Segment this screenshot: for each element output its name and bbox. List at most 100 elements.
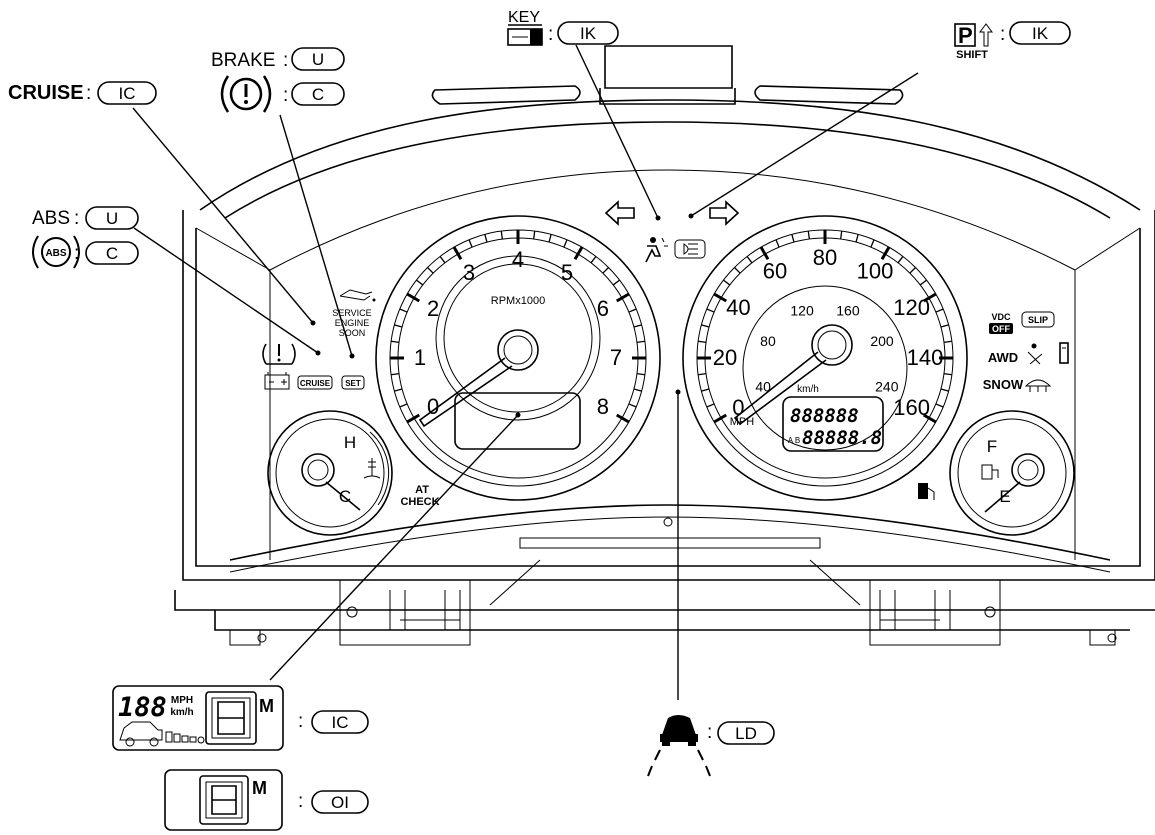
tach-tick-marks bbox=[390, 230, 646, 424]
brake-callout: BRAKE : U : C bbox=[211, 47, 345, 113]
tach-tick bbox=[533, 231, 536, 240]
tach-tick bbox=[636, 340, 645, 343]
speed-tick bbox=[922, 413, 937, 424]
temp-hot-label: H bbox=[344, 433, 356, 452]
speed-outer-label: 160 bbox=[893, 395, 930, 420]
speed-tick bbox=[713, 292, 728, 303]
display2-callout-sep: : bbox=[298, 791, 303, 812]
speed-tick bbox=[775, 239, 780, 248]
display-callout: 188 MPH km/h M : IC bbox=[112, 685, 369, 751]
speed-tick bbox=[919, 279, 927, 286]
tach-label: 6 bbox=[597, 296, 609, 321]
speed-outer-label: 100 bbox=[857, 258, 894, 283]
display-callout-sep: : bbox=[298, 711, 303, 732]
tach-tick bbox=[573, 246, 584, 261]
car-shift-icon bbox=[119, 721, 205, 747]
cluster-housing bbox=[174, 45, 1155, 646]
tach-label: 2 bbox=[427, 296, 439, 321]
shift-callout-sep: : bbox=[1000, 24, 1005, 45]
speed-outer-label: 40 bbox=[726, 295, 750, 320]
fuel-gauge: F E bbox=[918, 410, 1075, 536]
shift-callout-code: IK bbox=[1032, 24, 1049, 43]
tach-tick bbox=[406, 292, 421, 303]
speed-tick bbox=[840, 231, 843, 240]
speed-tick bbox=[701, 388, 710, 392]
display2-callout: M : OI bbox=[164, 769, 369, 831]
speed-outer-label: 60 bbox=[763, 258, 787, 283]
abs-callout-code-2: C bbox=[106, 244, 118, 263]
service-label-3: SOON bbox=[339, 328, 366, 338]
speed-tick bbox=[855, 234, 859, 243]
cruise-callout-label: CRUISE bbox=[8, 82, 84, 104]
speed-tick bbox=[935, 308, 944, 313]
display-callout-mode: M bbox=[259, 696, 274, 716]
ld-callout-sep: : bbox=[707, 722, 712, 743]
tach-tick bbox=[602, 267, 609, 274]
tach-tick bbox=[636, 373, 645, 376]
tach-tick bbox=[399, 308, 408, 313]
tach-tick bbox=[391, 340, 400, 343]
tach-tick bbox=[612, 279, 620, 286]
left-indicator-panel: SERVICE ENGINE SOON CRUISE SET AT CHECK bbox=[262, 289, 440, 508]
speed-tick bbox=[698, 373, 707, 376]
snow-label: SNOW bbox=[983, 377, 1024, 392]
speed-tick bbox=[807, 231, 810, 240]
awd-label: AWD bbox=[988, 350, 1018, 365]
temp-cold-label: C bbox=[339, 487, 351, 506]
shift-callout-label: SHIFT bbox=[956, 49, 988, 61]
key-callout-sep: : bbox=[548, 24, 553, 45]
tach-tick bbox=[391, 373, 400, 376]
tach-tick bbox=[439, 256, 446, 264]
speed-tick bbox=[943, 373, 952, 376]
turn-right-icon bbox=[709, 200, 740, 226]
tach-label: 7 bbox=[610, 345, 622, 370]
service-label-1: SERVICE bbox=[332, 308, 371, 318]
tach-tick bbox=[484, 234, 488, 243]
tach-tick bbox=[416, 279, 424, 286]
odometer-line-1: 888888 bbox=[790, 405, 859, 427]
temperature-icon bbox=[363, 458, 381, 479]
speed-tick bbox=[713, 413, 728, 424]
tach-label: 8 bbox=[597, 394, 609, 419]
speed-tick bbox=[723, 279, 731, 286]
abs-icon: ABS bbox=[32, 235, 80, 269]
odometer-line-2: 88888.8 bbox=[802, 427, 882, 449]
tach-tick bbox=[500, 231, 503, 240]
speed-unit-kmh: km/h bbox=[797, 384, 819, 395]
tach-label: 4 bbox=[512, 247, 524, 272]
speed-inner-label: 160 bbox=[836, 302, 860, 318]
door-icon bbox=[1059, 342, 1069, 364]
speed-outer-label: 20 bbox=[713, 345, 737, 370]
tach-label: 3 bbox=[463, 260, 475, 285]
abs-callout-label: ABS bbox=[32, 208, 70, 229]
tach-tick bbox=[615, 292, 630, 303]
tire-pressure-icon bbox=[262, 343, 296, 365]
fuel-full-label: F bbox=[987, 437, 997, 456]
tach-tick bbox=[394, 324, 403, 328]
display2-callout-code: OI bbox=[331, 793, 349, 812]
speed-tick bbox=[940, 324, 949, 328]
tach-tick bbox=[615, 413, 630, 424]
tach-tick bbox=[452, 246, 463, 261]
abs-icon-text: ABS bbox=[45, 248, 66, 259]
ld-callout-code: LD bbox=[735, 724, 757, 743]
shift-p-icon: P bbox=[954, 23, 993, 48]
speed-tick bbox=[943, 340, 952, 343]
fuel-empty-label: E bbox=[999, 487, 1010, 506]
abs-callout-code: U bbox=[106, 209, 118, 228]
speed-tick bbox=[880, 246, 891, 261]
key-callout-label: KEY bbox=[508, 9, 540, 26]
airbag-icon bbox=[645, 237, 668, 263]
oil-pressure-icon bbox=[339, 289, 376, 302]
speed-tick bbox=[791, 234, 795, 243]
abs-callout-sep-2: : bbox=[74, 243, 79, 264]
tach-tick bbox=[633, 324, 642, 328]
car-lane-icon bbox=[647, 715, 711, 777]
display-callout-unit2: km/h bbox=[170, 707, 193, 718]
cruise-callout-code: IC bbox=[119, 84, 136, 103]
speed-outer-label: 120 bbox=[893, 295, 930, 320]
brake-warning-icon bbox=[220, 75, 272, 113]
display2-callout-mode: M bbox=[252, 778, 267, 798]
abs-callout: ABS : U ABS : C bbox=[32, 206, 139, 269]
